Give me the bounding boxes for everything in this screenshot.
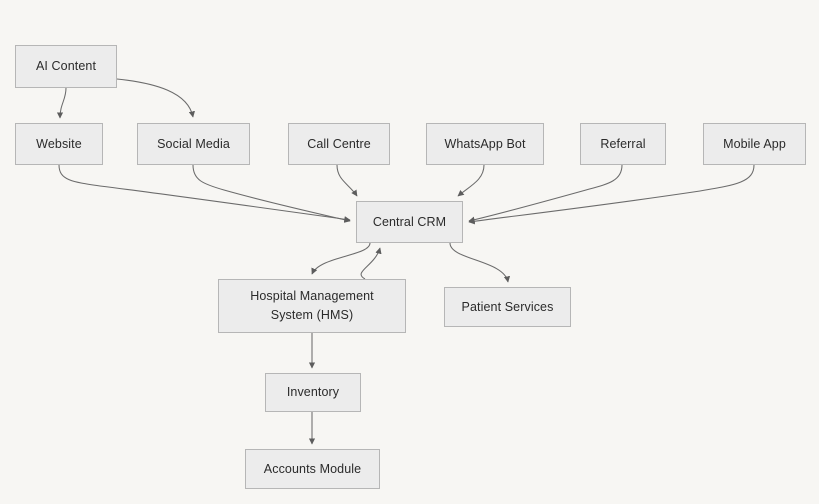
edge-hms-central-crm [360, 247, 382, 280]
node-accounts-module[interactable]: Accounts Module [245, 449, 380, 489]
node-patient-services[interactable]: Patient Services [444, 287, 571, 327]
node-referral[interactable]: Referral [580, 123, 666, 165]
edge-mobile-app-central-crm [468, 164, 755, 225]
edge-central-crm-patient-services [449, 242, 511, 283]
node-website[interactable]: Website [15, 123, 103, 165]
node-whatsapp-bot[interactable]: WhatsApp Bot [426, 123, 544, 165]
node-social-media[interactable]: Social Media [137, 123, 250, 165]
node-call-centre[interactable]: Call Centre [288, 123, 390, 165]
edge-call-centre-central-crm [336, 164, 358, 197]
edge-central-crm-hms [311, 242, 371, 275]
node-mobile-app[interactable]: Mobile App [703, 123, 806, 165]
node-central-crm[interactable]: Central CRM [356, 201, 463, 243]
edge-ai-content-website [56, 87, 67, 119]
node-inventory[interactable]: Inventory [265, 373, 361, 412]
node-hospital-management-system[interactable]: Hospital Management System (HMS) [218, 279, 406, 333]
node-ai-content[interactable]: AI Content [15, 45, 117, 88]
edge-ai-content-social-media [116, 78, 195, 118]
edge-website-central-crm [58, 164, 351, 223]
edge-whatsapp-bot-central-crm [457, 164, 485, 197]
edge-referral-central-crm [468, 164, 623, 223]
edge-social-media-central-crm [192, 164, 351, 223]
